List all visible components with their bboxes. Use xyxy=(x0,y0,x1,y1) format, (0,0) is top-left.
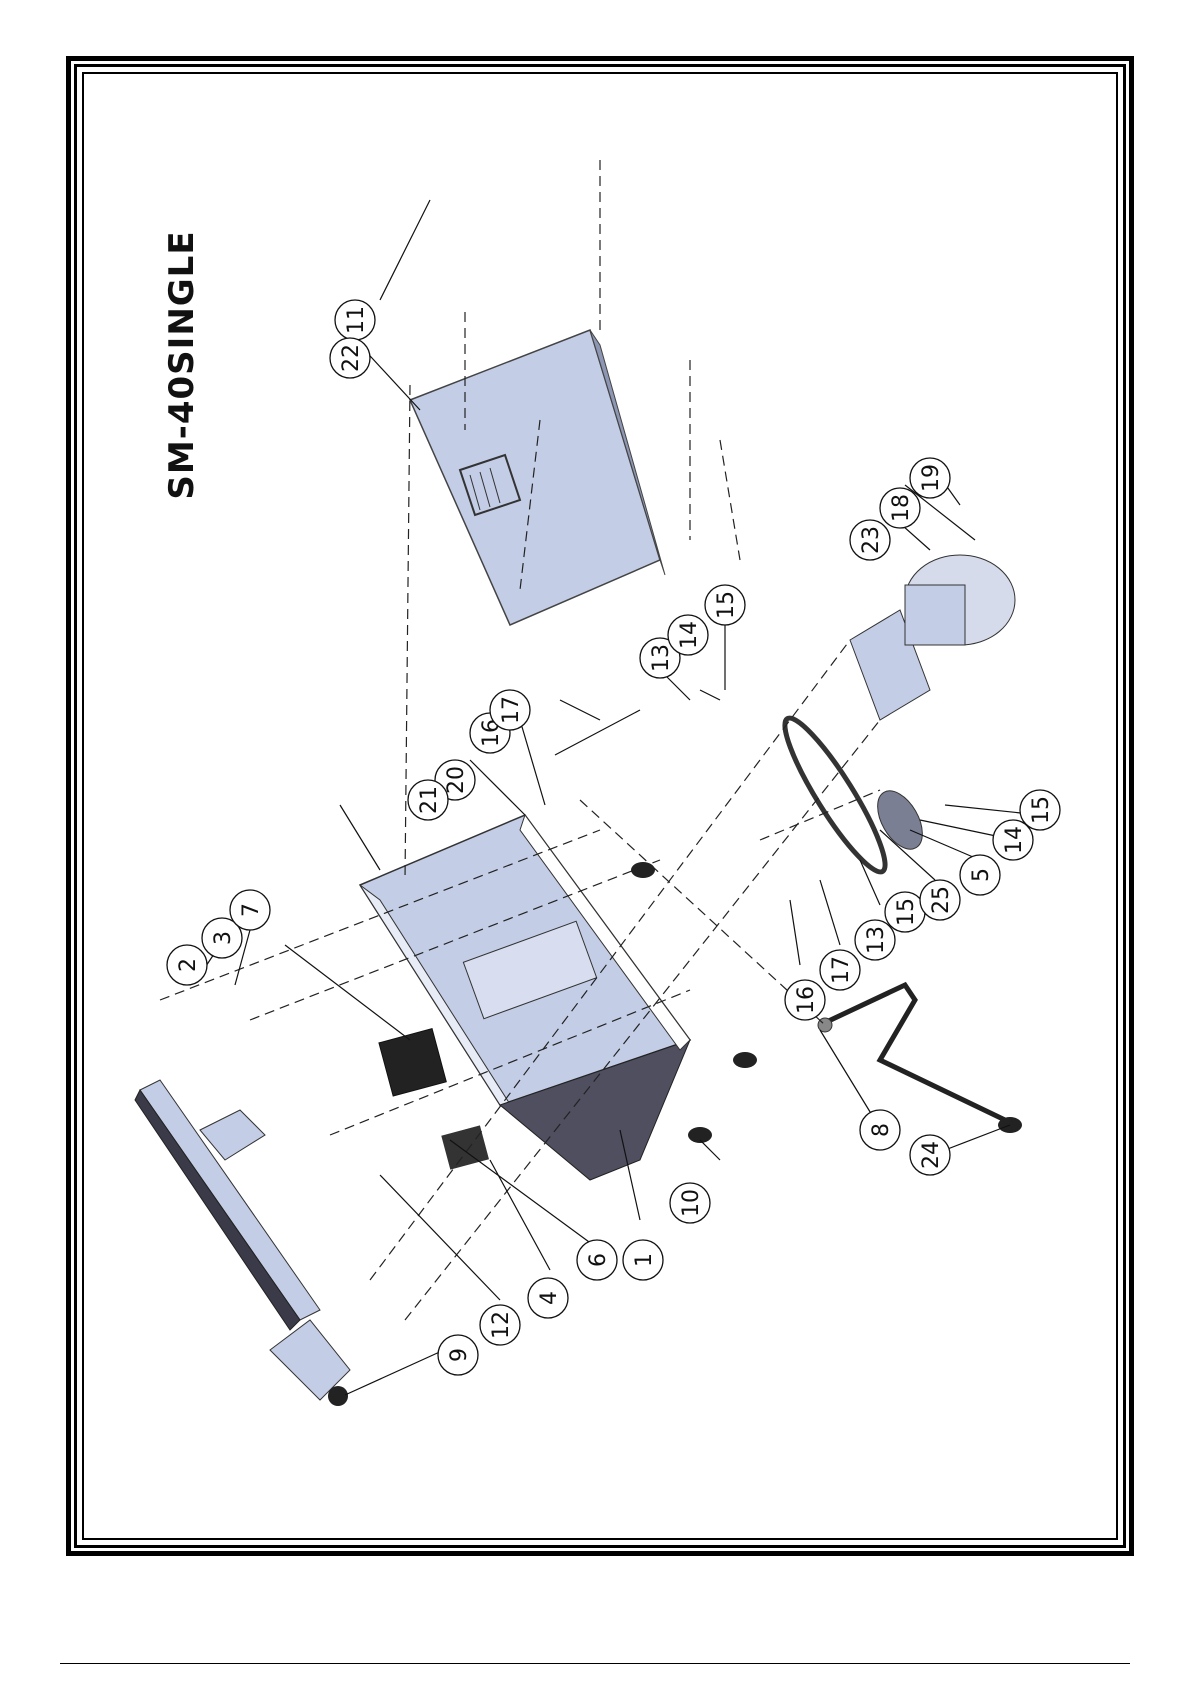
svg-text:23: 23 xyxy=(859,526,884,554)
svg-text:9: 9 xyxy=(447,1348,472,1362)
callout-6: 6 xyxy=(577,1240,617,1280)
callout-12: 12 xyxy=(480,1305,520,1345)
footer-rule xyxy=(60,1663,1130,1664)
svg-text:17: 17 xyxy=(829,956,854,984)
svg-text:24: 24 xyxy=(919,1141,944,1169)
svg-text:13: 13 xyxy=(649,644,674,672)
svg-text:3: 3 xyxy=(211,931,236,945)
svg-text:7: 7 xyxy=(239,903,264,917)
callout-17: 17 xyxy=(490,690,530,730)
svg-text:15: 15 xyxy=(714,591,739,619)
callout-22: 22 xyxy=(330,338,370,378)
svg-text:14: 14 xyxy=(677,621,702,649)
svg-text:2: 2 xyxy=(176,958,201,972)
callout-19: 19 xyxy=(910,458,950,498)
callout-9: 9 xyxy=(438,1335,478,1375)
callout-24: 24 xyxy=(910,1135,950,1175)
svg-text:10: 10 xyxy=(679,1189,704,1217)
svg-text:19: 19 xyxy=(919,464,944,492)
callout-18: 18 xyxy=(880,488,920,528)
svg-text:11: 11 xyxy=(344,306,369,334)
svg-text:22: 22 xyxy=(339,344,364,372)
callout-17b: 17 xyxy=(820,950,860,990)
svg-text:17: 17 xyxy=(499,696,524,724)
callout-15c: 15 xyxy=(885,892,925,932)
callout-1: 1 xyxy=(623,1240,663,1280)
callout-5: 5 xyxy=(960,855,1000,895)
svg-text:8: 8 xyxy=(869,1123,894,1137)
callout-7: 7 xyxy=(230,890,270,930)
callout-16b: 16 xyxy=(785,980,825,1020)
svg-text:12: 12 xyxy=(489,1311,514,1339)
callout-4: 4 xyxy=(528,1278,568,1318)
callout-13b: 13 xyxy=(855,920,895,960)
top-cover-panel xyxy=(410,330,665,625)
callout-8: 8 xyxy=(860,1110,900,1150)
callout-15: 15 xyxy=(705,585,745,625)
svg-text:5: 5 xyxy=(969,868,994,882)
svg-text:1: 1 xyxy=(632,1253,657,1267)
motor xyxy=(850,555,1015,720)
callout-15b: 15 xyxy=(1020,790,1060,830)
callout-25: 25 xyxy=(920,880,960,920)
assembly-lines xyxy=(160,160,880,1320)
svg-text:18: 18 xyxy=(889,494,914,522)
callout-11: 11 xyxy=(335,300,375,340)
callout-14: 14 xyxy=(668,615,708,655)
svg-text:16: 16 xyxy=(794,986,819,1014)
svg-text:15: 15 xyxy=(1029,796,1054,824)
svg-text:4: 4 xyxy=(537,1291,562,1305)
handle-arm xyxy=(135,1080,350,1406)
callout-23: 23 xyxy=(850,520,890,560)
svg-text:14: 14 xyxy=(1002,826,1027,854)
callout-21: 21 xyxy=(408,780,448,820)
callout-2: 2 xyxy=(167,945,207,985)
svg-text:20: 20 xyxy=(444,766,469,794)
power-cable xyxy=(818,985,1022,1133)
svg-text:15: 15 xyxy=(894,898,919,926)
svg-text:25: 25 xyxy=(929,886,954,914)
svg-text:6: 6 xyxy=(586,1253,611,1267)
svg-text:13: 13 xyxy=(864,926,889,954)
svg-text:21: 21 xyxy=(417,786,442,814)
leader-lines xyxy=(200,200,1040,1395)
callout-10: 10 xyxy=(670,1183,710,1223)
